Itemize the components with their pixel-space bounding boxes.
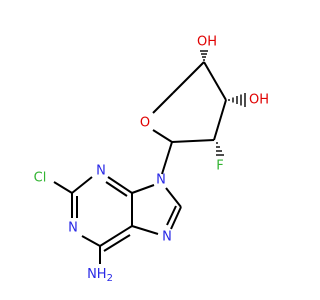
atom-label-oh-upper: OH — [197, 35, 217, 50]
atom-label-n7: N — [162, 230, 172, 245]
bond-o-ch2 — [152, 92, 174, 114]
atom-label-ring-oxygen: O — [140, 116, 150, 131]
amine-nh-text: NH — [87, 267, 107, 282]
atom-label-n9: N — [156, 173, 166, 188]
pyranose-ring — [152, 61, 227, 143]
bond-c8-n7 — [170, 206, 182, 230]
bond-c6-c5-double — [103, 234, 131, 252]
hashed-wedge-c2-f — [216, 142, 224, 156]
bond-c3-c2 — [213, 99, 227, 141]
bond-n7-c5 — [131, 225, 159, 235]
bond-c4-n3 — [107, 176, 133, 194]
hashed-wedge-c3-oh — [228, 93, 246, 107]
hashed-wedge-c4-oh — [200, 50, 208, 61]
bond-n9-c8 — [165, 187, 182, 208]
amine-subscript-text: 2 — [107, 273, 113, 284]
bond-n3-c2 — [71, 176, 93, 194]
atom-label-amine: NH2 — [87, 267, 113, 284]
atom-label-fluorine: F — [216, 159, 223, 174]
imidazole-ring — [131, 184, 182, 235]
bond-c4-n9 — [131, 184, 155, 194]
bond-c2-c1 — [171, 139, 215, 143]
bond-c6-c5 — [99, 225, 133, 247]
bond-c1-o — [152, 129, 173, 143]
bond-c4-n3-double — [105, 181, 128, 197]
molecule-structure-diagram: OH OH O F Cl N N N N NH2 — [34, 35, 269, 284]
bond-ch2-c4 — [172, 61, 205, 94]
bond-c2-cl — [53, 181, 73, 194]
atom-label-n1: N — [68, 221, 78, 236]
bond-c8-n7-double — [166, 205, 177, 226]
atom-label-chlorine: Cl — [34, 171, 47, 186]
bond-c4-c3 — [203, 61, 227, 101]
atom-label-n3: N — [96, 164, 106, 179]
bond-n1-c6 — [81, 235, 101, 247]
pyrimidine-ring — [71, 176, 133, 252]
atom-label-oh-right: OH — [249, 93, 269, 108]
bond-c1-n9 — [161, 141, 173, 175]
